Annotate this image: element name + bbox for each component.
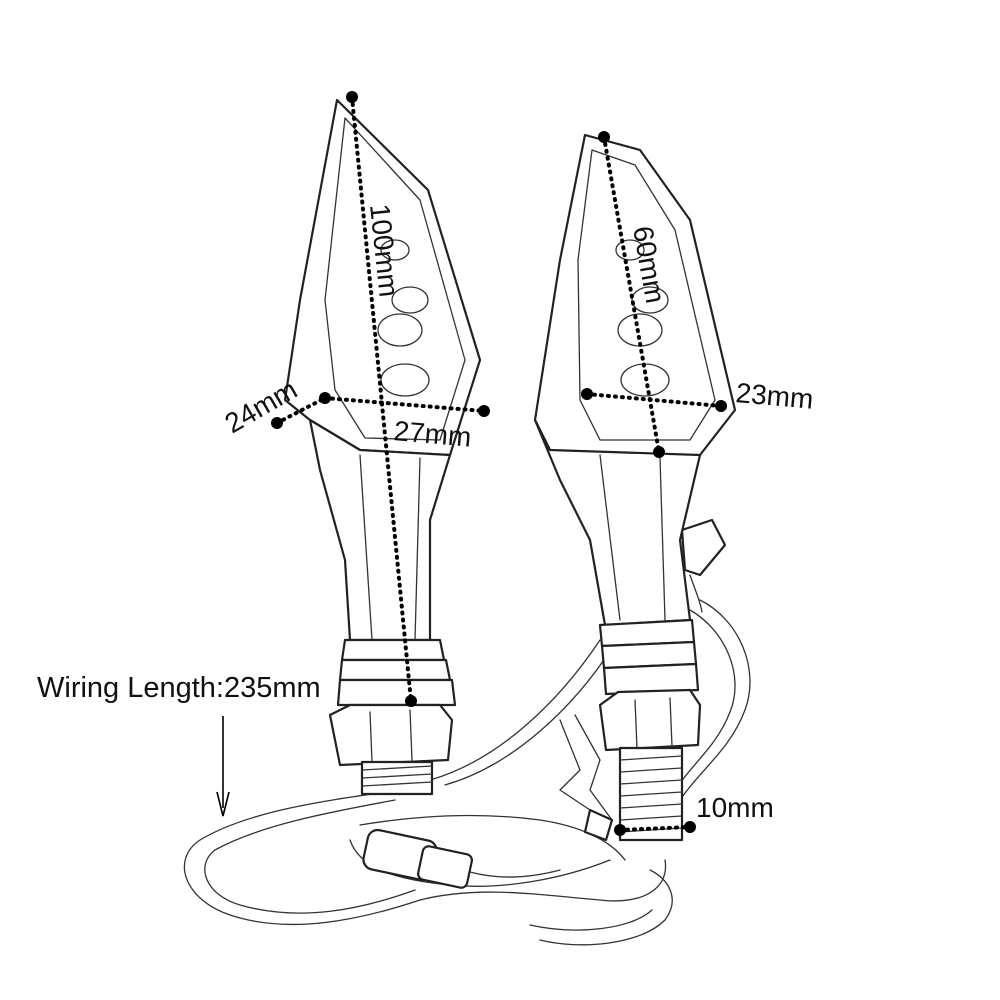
label-bolt-diameter: 10mm: [696, 792, 774, 823]
dimension-bolt-diameter: [614, 821, 696, 836]
dimension-left-length: [346, 91, 417, 707]
label-left-width: 27mm: [392, 415, 472, 453]
left-turn-signal: [283, 98, 482, 796]
wiring-harness: [183, 518, 751, 946]
arrow-down-icon: [216, 716, 230, 817]
right-turn-signal: [533, 133, 737, 842]
dimension-right-width: [581, 388, 727, 412]
label-wiring-length: Wiring Length:235mm: [37, 672, 321, 704]
label-left-side-width: 24mm: [220, 373, 303, 439]
label-right-width: 23mm: [734, 377, 814, 415]
dimension-left-width: [323, 396, 490, 417]
